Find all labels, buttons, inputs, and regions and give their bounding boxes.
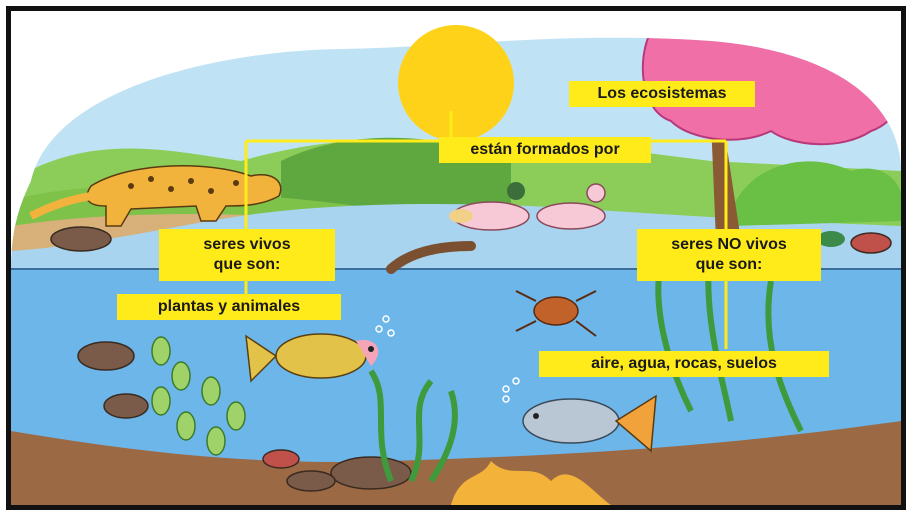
seaweed-center [368,369,458,483]
fish-icon-2 [522,394,657,453]
fish-icon [245,333,379,383]
living-heading-line2: que son: [213,256,281,273]
jaguar-icon [29,165,282,227]
nonliving-examples-box: aire, agua, rocas, suelos [539,351,829,377]
seaweed-icon [151,336,246,456]
coral [451,461,611,505]
beetle-icon [515,290,597,337]
nonliving-beings-box: seres NO vivos que son: [637,229,821,281]
soil [11,421,901,505]
nonliving-heading-line1: seres NO vivos [671,236,787,253]
nonliving-heading-line2: que son: [695,256,763,273]
bubbles [375,315,520,403]
ducks-icon [449,182,606,231]
title-box: Los ecosistemas [569,81,755,107]
bushes [731,161,901,226]
living-beings-box: seres vivos que son: [159,229,335,281]
living-heading-line1: seres vivos [203,236,291,253]
connector-box: están formados por [439,137,651,163]
snake-icon [386,241,476,274]
turtle-icon [817,231,845,247]
ecosystem-diagram-frame: Los ecosistemas están formados por seres… [6,6,906,510]
sun-icon [398,25,514,141]
living-examples-box: plantas y animales [117,294,341,320]
